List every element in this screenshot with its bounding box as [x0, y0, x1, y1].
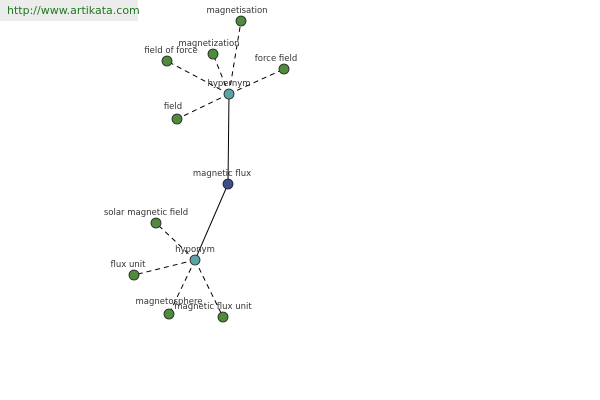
label-field-of-force[interactable]: field of force	[144, 46, 197, 56]
node-magnetisation[interactable]	[235, 15, 247, 27]
label-field[interactable]: field	[164, 102, 182, 112]
label-magnetic-flux-unit[interactable]: magnetic flux unit	[174, 302, 252, 312]
label-hypernym[interactable]: hypernym	[207, 79, 250, 89]
node-field[interactable]	[171, 113, 183, 125]
edge-hypernym-field-of-force	[166, 60, 230, 95]
edge-hypernym-field	[176, 93, 230, 120]
node-magnetic-flux-unit[interactable]	[217, 311, 229, 323]
edge-center-to-hypernym	[227, 93, 230, 185]
label-magnetisation[interactable]: magnetisation	[206, 6, 267, 16]
label-solar-magnetic-field[interactable]: solar magnetic field	[104, 208, 188, 218]
node-magnetic-flux[interactable]	[222, 178, 234, 190]
graph-edges	[133, 20, 285, 318]
edge-hyponym-flux-unit	[133, 259, 196, 276]
node-hyponym[interactable]	[189, 254, 201, 266]
label-flux-unit[interactable]: flux unit	[111, 260, 147, 270]
node-field-of-force[interactable]	[161, 55, 173, 67]
graph-nodes: magnetic flux hypernym hyponym magnetisatio…	[104, 6, 297, 323]
node-force-field[interactable]	[278, 63, 290, 75]
node-magnetosphere[interactable]	[163, 308, 175, 320]
label-magnetic-flux[interactable]: magnetic flux	[193, 169, 251, 179]
edge-hyponym-magnetic-flux-unit	[194, 259, 224, 318]
label-force-field[interactable]: force field	[255, 54, 297, 64]
node-solar-magnetic-field[interactable]	[150, 217, 162, 229]
edge-hypernym-magnetisation	[228, 20, 242, 95]
node-hypernym[interactable]	[223, 88, 235, 100]
site-url-label[interactable]: http://www.artikata.com	[0, 0, 140, 21]
label-magnetization[interactable]: magnetization	[178, 39, 239, 49]
label-magnetosphere[interactable]: magnetosphere	[135, 297, 202, 307]
edge-center-to-hyponym	[194, 183, 229, 261]
node-magnetization[interactable]	[207, 48, 219, 60]
edge-hypernym-magnetization	[212, 53, 230, 95]
label-hyponym[interactable]: hyponym	[175, 245, 215, 255]
edge-hyponym-magnetosphere	[168, 259, 196, 315]
edge-hypernym-force-field	[228, 68, 285, 95]
node-flux-unit[interactable]	[128, 269, 140, 281]
